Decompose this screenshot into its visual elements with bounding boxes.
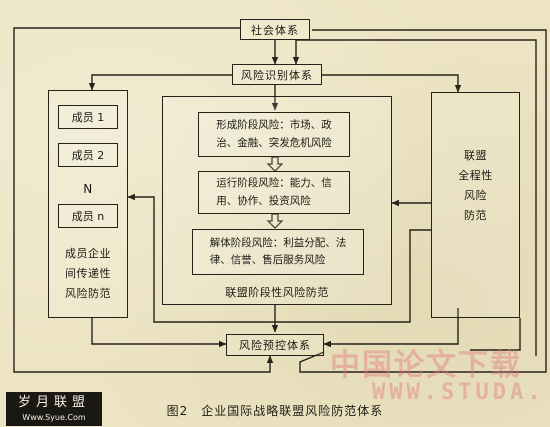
arrow-whole-to-members: [127, 193, 431, 323]
arrow-whole-to-warning: [323, 308, 459, 348]
figure-caption: 图2 企业国际战略联盟风险防范体系: [166, 404, 384, 418]
phases-column-box: [162, 96, 392, 305]
line-right-top-loop: [292, 39, 537, 356]
member-ellipsis-n: N: [83, 182, 93, 196]
whole-process-box: [431, 92, 520, 318]
phases-risk-label: 联盟阶段性风险防范: [225, 286, 329, 299]
risk-identification-box: 风险识别体系: [232, 64, 322, 85]
line-society-left-loop: [13, 27, 274, 373]
watermark-url-right: WWW.STUDA.: [372, 380, 545, 405]
watermark-left-cn: 岁月联盟: [17, 395, 90, 410]
risk-warning-label: 风险预控体系: [239, 339, 311, 352]
line-whole-bottom: [470, 318, 521, 351]
risk-warning-box: 风险预控体系: [226, 334, 324, 356]
members-risk-label: 成员企业 间传递性 风险防范: [65, 247, 111, 300]
arrow-identification-to-members: [88, 74, 232, 91]
arrow-phase1-to-phase2: [266, 156, 284, 172]
phase-dissolution-box: 解体阶段风险：利益分配、法 律、信誉、售后服务风险: [192, 229, 364, 275]
watermark-cn-right: 中国论文下载: [330, 348, 522, 383]
watermark-logo-left: 岁月联盟 Www.Syue.Com: [6, 392, 102, 426]
member-n-box: 成员 n: [58, 204, 118, 228]
society-system-box: 社会体系: [240, 19, 310, 40]
risk-identification-label: 风险识别体系: [241, 68, 313, 82]
phase-formation-box: 形成阶段风险：市场、政 治、金融、突发危机风险: [198, 112, 350, 157]
whole-process-label: 联盟 全程性 风险 防范: [458, 149, 493, 222]
arrow-phase2-to-phase3: [266, 213, 284, 229]
member-2-label: 成员 2: [71, 149, 105, 162]
arrow-members-to-warning: [91, 318, 227, 348]
arrow-identification-to-whole: [322, 74, 462, 93]
member-1-box: 成员 1: [58, 105, 118, 129]
phase-operation-box: 运行阶段风险：能力、信 用、协作、投资风险: [198, 171, 350, 214]
member-1-label: 成员 1: [71, 111, 105, 124]
member-n-label: 成员 n: [71, 210, 105, 223]
line-right-outer-feedback: [299, 29, 547, 373]
watermark-left-url: Www.Syue.Com: [22, 413, 86, 422]
society-system-label: 社会体系: [251, 23, 299, 37]
member-2-box: 成员 2: [58, 143, 118, 167]
